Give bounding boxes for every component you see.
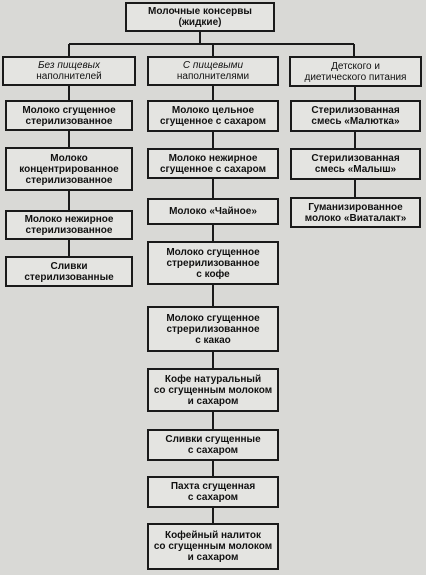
column-1-head-italic: Без пищевых — [37, 60, 101, 71]
column-3-head: Детского и диетического питания — [289, 56, 422, 87]
column-1-item-3: Молоко нежирное стерилизованное — [5, 210, 133, 240]
column-2-head-italic: С пищевыми — [182, 60, 244, 71]
column-1-item-2: Молоко концентрированное стерилизованное — [5, 147, 133, 191]
column-3-head-label: Детского и диетического питания — [304, 60, 407, 83]
root-node: Молочные консервы (жидкие) — [125, 2, 275, 32]
column-3-item-1: Стерилизованная смесь «Малютка» — [290, 100, 421, 132]
column-2-item-2: Молоко нежирное сгущенное с сахаром — [147, 148, 279, 179]
column-3-item-2: Стерилизованная смесь «Малыш» — [290, 148, 421, 180]
column-2-head-rest: наполнителями — [176, 71, 250, 82]
column-1-item-1: Молоко сгущенное стерилизованное — [5, 100, 133, 131]
column-2-item-1: Молоко цельное сгущенное с сахаром — [147, 100, 279, 132]
column-1-head-rest: наполнителей — [36, 71, 102, 82]
column-2-item-9: Кофейный налиток со сгущенным молоком и … — [147, 523, 279, 570]
column-1-item-4: Сливки стерилизованные — [5, 256, 133, 287]
column-3-item-3: Гуманизированное молоко «Виаталакт» — [290, 197, 421, 228]
column-2-item-4: Молоко сгущенное стрерилизованное с кофе — [147, 241, 279, 285]
column-2-item-8: Пахта сгущенная с сахаром — [147, 476, 279, 508]
column-2-item-6: Кофе натуральный со сгущенным молоком и … — [147, 368, 279, 412]
column-2-item-5: Молоко сгущенное стрерилизованное с кака… — [147, 306, 279, 352]
column-2-item-7: Сливки сгущенные с сахаром — [147, 429, 279, 461]
root-label: Молочные консервы (жидкие) — [148, 6, 252, 28]
column-2-item-3: Молоко «Чайное» — [147, 198, 279, 225]
